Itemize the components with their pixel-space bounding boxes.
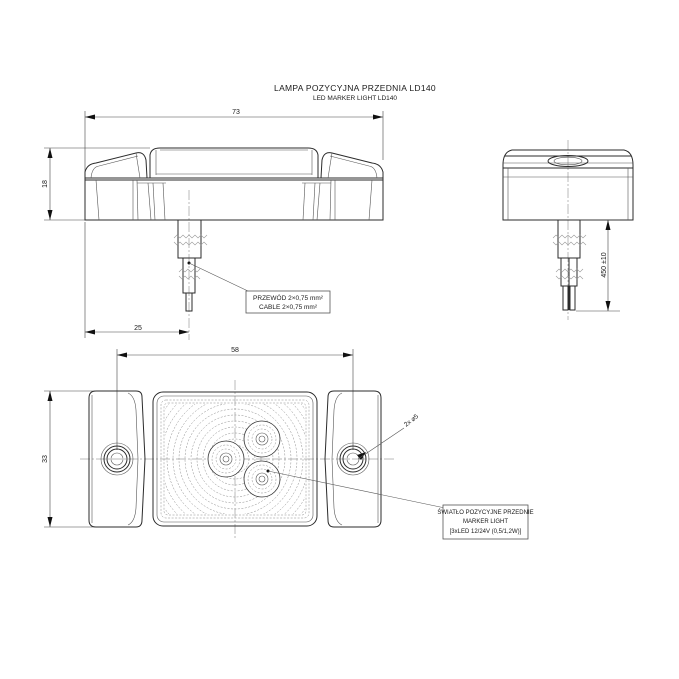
led-2 xyxy=(243,420,281,458)
dim-width: 33 xyxy=(42,455,49,463)
led-1 xyxy=(207,440,245,478)
cable-label-box xyxy=(245,290,331,314)
light-label-line3: [3xLED 12/24V (0,5/1,2W)] xyxy=(450,529,522,535)
dim-height: 18 xyxy=(42,180,49,188)
end-view: 450 ±10 xyxy=(502,140,634,320)
side-view: 73 18 xyxy=(42,109,384,340)
led-3 xyxy=(243,460,281,498)
light-label-line2: MARKER LIGHT xyxy=(463,519,508,525)
top-view: 58 33 xyxy=(42,347,534,540)
dim-hole-diameter: 2x ⌀5 xyxy=(403,413,420,429)
light-label-line1: ŚWIATŁO POZYCYJNE PRZEDNIE xyxy=(437,508,533,516)
dim-cable-offset: 25 xyxy=(134,325,142,332)
dim-overall-length: 73 xyxy=(232,109,240,116)
title-sub: LED MARKER LIGHT LD140 xyxy=(313,95,397,102)
light-label-box xyxy=(442,504,529,540)
title-block: LAMPA POZYCYJNA PRZEDNIA LD140 LED MARKE… xyxy=(274,83,436,102)
title-main: LAMPA POZYCYJNA PRZEDNIA LD140 xyxy=(274,83,436,93)
dim-cable-length: 450 ±10 xyxy=(601,252,608,277)
dim-hole-spacing: 58 xyxy=(231,347,239,354)
cable-label-line2: CABLE 2×0,75 mm² xyxy=(259,304,318,311)
cable-label-line1: PRZEWÓD 2×0,75 mm² xyxy=(253,293,324,302)
